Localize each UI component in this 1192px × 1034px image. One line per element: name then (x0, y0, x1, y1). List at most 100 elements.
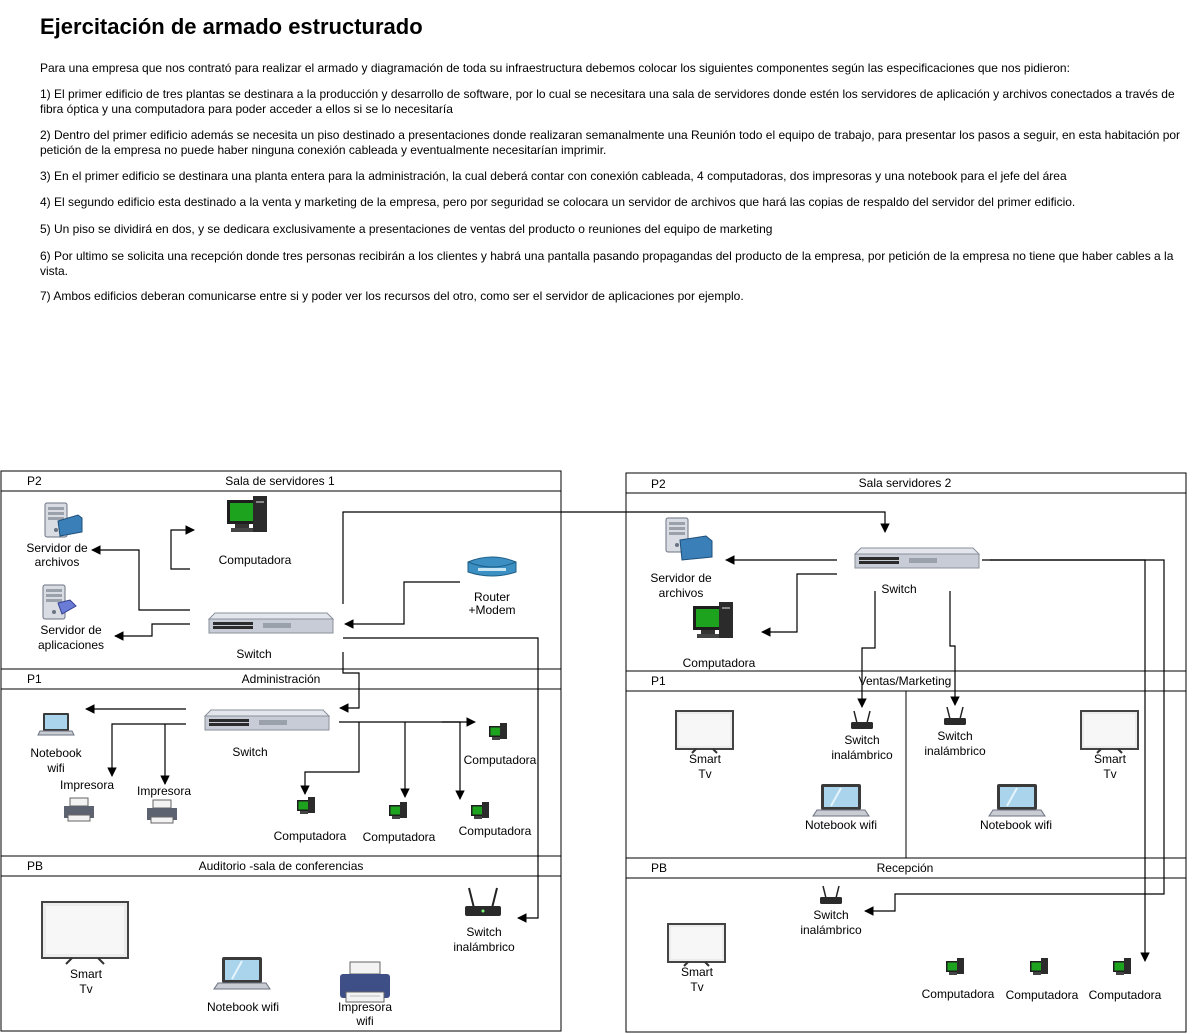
b2-sales-title: Ventas/Marketing (859, 674, 952, 688)
b2-tv-2: Smart Tv (1080, 710, 1139, 781)
b2-tv-1: Smart Tv (675, 710, 734, 781)
b1-admin-switch: Switch (204, 709, 330, 759)
b2-switch-label: Switch (881, 582, 916, 596)
requirement-1: 1) El primer edificio de tres plantas se… (40, 87, 1175, 116)
b1-admin-pc-3: Computadora (459, 802, 532, 838)
b2-wswitch-2-label-2: inalámbrico (924, 744, 986, 758)
b2-tv-1-label-2: Tv (698, 767, 711, 781)
b2-reception-pc-2-label: Computadora (1006, 988, 1079, 1002)
b1-wireless-switch: Switch inalámbrico (453, 887, 515, 954)
b1-file-server-label-2: archivos (35, 555, 80, 569)
b1-app-server: Servidor de aplicaciones (38, 584, 104, 652)
b2-reception-pc-3: Computadora (1089, 958, 1162, 1002)
b2-computer: Computadora (683, 602, 756, 670)
b1-notebook-label-1: Notebook (30, 746, 82, 760)
b2-wswitch-1-label-2: inalámbrico (831, 748, 893, 762)
b1-admin-notebook: Notebook wifi (30, 712, 83, 775)
b2-floor-p2-label: P2 (651, 477, 666, 491)
building-1-frame (0, 470, 562, 1032)
b1-tv-label-2: Tv (79, 982, 92, 996)
b1-pc-2-label: Computadora (363, 830, 436, 844)
requirement-2: 2) Dentro del primer edificio además se … (40, 128, 1181, 157)
b1-file-server-label-1: Servidor de (26, 541, 88, 555)
b2-core-switch: Switch (854, 547, 980, 596)
b2-reception-pc-2: Computadora (1006, 958, 1079, 1002)
page-title: Ejercitación de armado estructurado (40, 14, 423, 39)
b1-admin-computer-label: Computadora (219, 553, 292, 567)
b1-notebook-label-2: wifi (46, 761, 64, 775)
b2-tv-2-label-1: Smart (1094, 752, 1127, 766)
b1-core-switch: Switch (208, 612, 334, 661)
b2-floor-pb-label: PB (651, 861, 667, 875)
b2-reception-tv-label-1: Smart (681, 965, 714, 979)
b2-wireless-switch-2: Switch inalámbrico (924, 706, 986, 758)
b2-notebook-1: Notebook wifi (805, 783, 877, 832)
b1-wifi-printer-label-1: Impresora (338, 1000, 392, 1014)
b1-core-switch-label: Switch (236, 647, 271, 661)
requirement-5: 5) Un piso se dividirá en dos, y se dedi… (40, 222, 773, 236)
requirement-3: 3) En el primer edificio se destinara un… (40, 169, 1067, 183)
b1-floor-p1-label: P1 (27, 672, 42, 686)
b1-auditorium-tv: Smart Tv (41, 901, 129, 996)
b1-floor-p2-label: P2 (27, 474, 42, 488)
b2-reception-wswitch-label-1: Switch (813, 908, 848, 922)
b2-floor-p1-label: P1 (651, 674, 666, 688)
b1-pc-1-label: Computadora (274, 829, 347, 843)
b1-auditorium-notebook-label: Notebook wifi (207, 1000, 279, 1014)
b2-reception-wireless-switch: Switch inalámbrico (800, 885, 862, 937)
b1-admin-pc-4: Computadora (464, 723, 537, 767)
building-2-frame (625, 472, 1187, 1033)
b2-reception-wswitch-label-2: inalámbrico (800, 923, 862, 937)
b2-wswitch-1-label-1: Switch (844, 733, 879, 747)
b1-wireless-switch-label-1: Switch (466, 925, 501, 939)
b1-router-modem: Router +Modem (467, 556, 517, 617)
b1-router-label-1: Router (474, 590, 510, 604)
b2-server-room-title: Sala servidores 2 (859, 476, 952, 490)
b1-router-label-2: +Modem (468, 603, 515, 617)
b2-computer-label: Computadora (683, 656, 756, 670)
connectors (85, 511, 1165, 962)
b1-pc-4-label: Computadora (464, 753, 537, 767)
b1-wireless-switch-label-2: inalámbrico (453, 940, 515, 954)
b1-admin-pc-2: Computadora (363, 802, 436, 844)
b2-reception-pc-1-label: Computadora (922, 987, 995, 1001)
building-2: P2 Sala servidores 2 P1 Ventas/Marketing… (625, 472, 1187, 1033)
requirement-6: 6) Por ultimo se solicita una recepción … (40, 249, 1174, 278)
b1-admin-computer: Computadora (219, 496, 292, 567)
b2-wireless-switch-1: Switch inalámbrico (831, 710, 893, 762)
b1-printer-1-label: Impresora (60, 778, 114, 792)
b2-notebook-2-label: Notebook wifi (980, 818, 1052, 832)
b2-reception-tv-label-2: Tv (690, 980, 703, 994)
b2-reception-tv: Smart Tv (667, 923, 726, 994)
b1-file-server: Servidor de archivos (26, 502, 88, 569)
b1-printer-2-label: Impresora (137, 784, 191, 798)
b1-administration-title: Administración (242, 672, 321, 686)
b1-admin-pc-1: Computadora (274, 797, 347, 843)
b1-admin-switch-label: Switch (232, 745, 267, 759)
b2-reception-pc-3-label: Computadora (1089, 988, 1162, 1002)
b1-wifi-printer-label-2: wifi (355, 1014, 373, 1028)
intro-paragraph: Para una empresa que nos contrató para r… (40, 61, 1070, 75)
b1-server-room-title: Sala de servidores 1 (225, 474, 335, 488)
b1-app-server-label-1: Servidor de (40, 623, 102, 637)
b1-admin-printer-2: Impresora (137, 784, 191, 824)
requirement-4: 4) El segundo edificio esta destinado a … (40, 195, 1076, 209)
b2-file-server: Servidor de archivos (650, 517, 713, 600)
b2-reception-pc-1: Computadora (922, 958, 995, 1001)
b1-auditorium-printer: Impresora wifi (338, 961, 392, 1028)
b1-pc-3-label: Computadora (459, 824, 532, 838)
b2-notebook-1-label: Notebook wifi (805, 818, 877, 832)
b1-floor-pb-label: PB (27, 859, 43, 873)
b2-file-server-label-1: Servidor de (650, 571, 712, 585)
b2-wswitch-2-label-1: Switch (937, 729, 972, 743)
b1-auditorium-title: Auditorio -sala de conferencias (199, 859, 364, 873)
b1-tv-label-1: Smart (70, 967, 103, 981)
b1-auditorium-notebook: Notebook wifi (207, 956, 279, 1014)
b2-reception-title: Recepción (877, 861, 934, 875)
b2-file-server-label-2: archivos (659, 586, 704, 600)
requirement-7: 7) Ambos edificios deberan comunicarse e… (40, 289, 744, 303)
b2-notebook-2: Notebook wifi (980, 783, 1052, 832)
b2-tv-1-label-1: Smart (689, 752, 722, 766)
b1-admin-printer-1: Impresora (60, 778, 114, 822)
